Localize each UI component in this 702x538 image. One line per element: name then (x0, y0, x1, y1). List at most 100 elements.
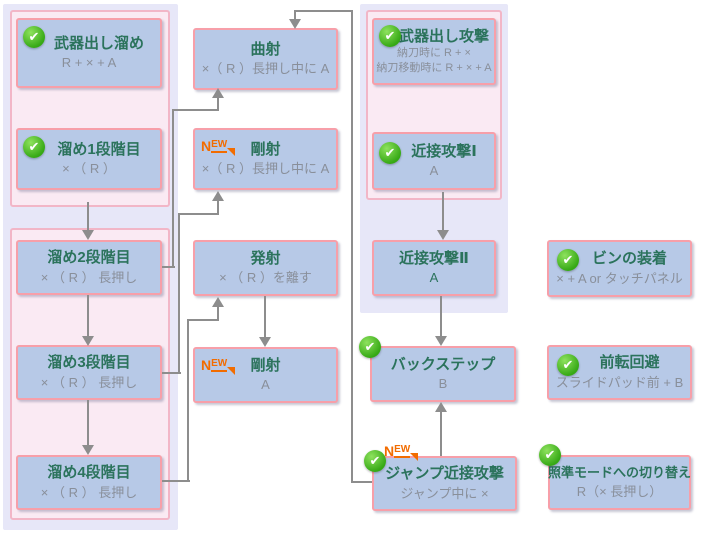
arrow-down-icon (437, 230, 449, 240)
edge-line (172, 109, 219, 111)
node-tame-1: ✔ 溜め1段階目 × （ R ） (16, 128, 162, 190)
node-title: 近接攻撃Ⅰ (411, 142, 477, 160)
node-shoujun-mode: ✔ 照準モードへの切り替え R（× 長押し） (539, 444, 692, 510)
node-title: ジャンプ近接攻撃 (385, 465, 504, 483)
node-sub: ×（ R ）長押し中に A (201, 161, 330, 177)
node-title: 溜め2段階目 (47, 249, 131, 267)
arrow-up-icon (212, 297, 224, 307)
node-sub: ×（ R ）長押し中に A (201, 61, 330, 77)
node-kinsetsu-2: 近接攻撃Ⅱ A (372, 240, 496, 296)
node-sub: B (438, 376, 448, 392)
arrow-down-icon (289, 19, 301, 29)
node-title: 照準モードへの切り替え (548, 464, 692, 480)
check-icon: ✔ (23, 26, 45, 48)
arrow-down-icon (435, 336, 447, 346)
check-icon: ✔ (539, 444, 561, 466)
node-sub: A (261, 377, 270, 393)
new-arrow-icon (227, 148, 236, 156)
edge-line (217, 307, 219, 320)
arrow-down-icon (82, 445, 94, 455)
node-title: 溜め3段階目 (47, 354, 131, 372)
edge-line (440, 411, 442, 456)
node-subs: 納刀時に R + × 納刀移動時に R + × + A (376, 47, 491, 74)
node-tame-2: 溜め2段階目 × （ R ） 長押し (16, 240, 162, 295)
node-title: 前転回避 (599, 354, 660, 372)
node-title: 武器出し溜め (53, 34, 144, 52)
node-title: 武器出し攻撃 (398, 28, 489, 46)
edge-line (162, 266, 175, 268)
edge-line (87, 202, 89, 232)
check-icon: ✔ (23, 136, 45, 158)
node-sub: 納刀時に R + × (397, 47, 471, 60)
node-title: ビンの装着 (591, 250, 667, 268)
node-title: 剛射 (250, 140, 281, 158)
edge-line (87, 295, 89, 337)
edge-line (351, 10, 353, 483)
node-title: 発射 (250, 249, 281, 267)
node-sub: × （ R ） 長押し (40, 484, 138, 500)
edge-line (442, 192, 444, 230)
arrow-down-icon (82, 336, 94, 346)
arrow-down-icon (259, 337, 271, 347)
node-hassha: 発射 × （ R ）を離す (193, 240, 338, 296)
edge-line (440, 296, 442, 337)
node-kinsetsu-1: ✔ 近接攻撃Ⅰ A (372, 132, 496, 190)
check-icon: ✔ (379, 25, 401, 47)
check-icon: ✔ (557, 249, 579, 271)
edge-line (294, 10, 353, 12)
node-sub: × + A or タッチパネル (556, 270, 683, 286)
node-kyokusha: 曲射 ×（ R ）長押し中に A (193, 28, 338, 90)
edge-line (187, 319, 219, 321)
edge-line (294, 10, 296, 20)
edge-line (178, 213, 219, 215)
node-zenten-kaihi: ✔ 前転回避 スライドパッド前 + B (547, 345, 692, 400)
node-tame-4: 溜め4段階目 × （ R ） 長押し (16, 455, 162, 510)
node-title: 曲射 (250, 40, 281, 58)
edge-line (162, 480, 190, 482)
node-backstep: ✔ バックステップ B (359, 336, 516, 402)
node-title: 近接攻撃Ⅱ (399, 249, 469, 267)
edge-line (162, 372, 181, 374)
edge-line (178, 213, 180, 374)
node-sub: スライドパッド前 + B (555, 374, 684, 390)
node-sub: A (429, 163, 439, 179)
check-icon: ✔ (364, 450, 386, 472)
node-title: バックステップ (390, 355, 496, 373)
new-arrow-icon (227, 367, 236, 375)
edge-line (172, 109, 174, 268)
arrow-up-icon (435, 402, 447, 412)
arrow-up-icon (212, 191, 224, 201)
edge-line (264, 296, 266, 338)
node-sub: A (429, 270, 439, 286)
arrow-down-icon (82, 230, 94, 240)
node-sub: × （ R ） 長押し (40, 269, 138, 285)
check-icon: ✔ (557, 354, 579, 376)
node-sub: × （ R ） 長押し (40, 374, 138, 390)
check-icon: ✔ (379, 142, 401, 164)
node-buki-dashi-kougeki: ✔ 武器出し攻撃 納刀時に R + × 納刀移動時に R + × + A (372, 18, 496, 85)
edge-line (87, 400, 89, 446)
node-title: 剛射 (250, 356, 281, 374)
node-sub: ジャンプ中に × (400, 485, 489, 501)
check-icon: ✔ (359, 336, 381, 358)
node-bin-souchaku: ✔ ビンの装着 × + A or タッチパネル (547, 240, 692, 297)
node-sub: R + × + A (61, 55, 117, 71)
edge-line (217, 97, 219, 110)
edge-line (352, 481, 372, 483)
edge-line (217, 201, 219, 214)
node-sub: × （ R ） (62, 161, 116, 177)
node-sub: × （ R ）を離す (219, 270, 312, 286)
edge-line (187, 319, 189, 482)
node-buki-dashi-tame: ✔ 武器出し溜め R + × + A (16, 18, 162, 88)
node-sub: R（× 長押し） (576, 483, 663, 499)
node-title: 溜め1段階目 (57, 140, 141, 158)
node-title: 溜め4段階目 (47, 464, 131, 482)
arrow-up-icon (212, 88, 224, 98)
new-arrow-icon (410, 453, 419, 461)
